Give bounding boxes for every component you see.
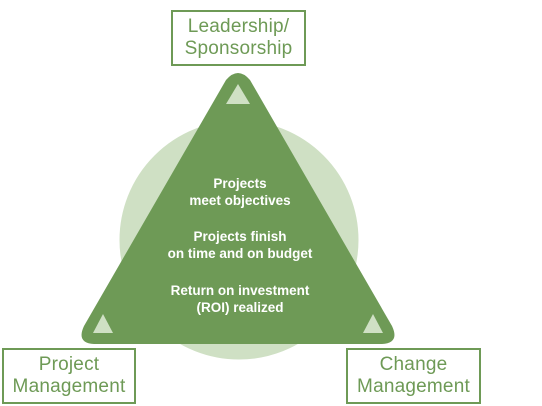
outcome-3-line2: (ROI) realized — [196, 300, 284, 315]
project-label-line1: Project — [38, 354, 100, 375]
outcome-time-budget: Projects finish on time and on budget — [130, 228, 350, 262]
change-management-box: Change Management — [346, 348, 481, 404]
outcome-1-line2: meet objectives — [189, 193, 291, 208]
outcome-1-line1: Projects — [213, 176, 267, 191]
project-label-line2: Management — [12, 376, 126, 397]
change-label-line1: Change — [379, 354, 448, 375]
outcome-2-line2: on time and on budget — [167, 246, 313, 261]
main-triangle — [81, 73, 395, 344]
top-corner-marker-icon — [226, 84, 250, 104]
project-management-box: Project Management — [2, 348, 136, 404]
outcome-roi: Return on investment (ROI) realized — [130, 282, 350, 316]
left-corner-marker-icon — [93, 314, 113, 333]
right-corner-marker-icon — [363, 314, 383, 333]
leadership-label-line2: Sponsorship — [184, 38, 293, 59]
outcome-objectives: Projects meet objectives — [130, 175, 350, 209]
leadership-sponsorship-box: Leadership/ Sponsorship — [171, 10, 306, 66]
change-label-line2: Management — [357, 376, 470, 397]
leadership-label-line1: Leadership/ — [187, 16, 290, 37]
outcome-3-line1: Return on investment — [170, 283, 310, 298]
outcome-2-line1: Projects finish — [193, 229, 287, 244]
